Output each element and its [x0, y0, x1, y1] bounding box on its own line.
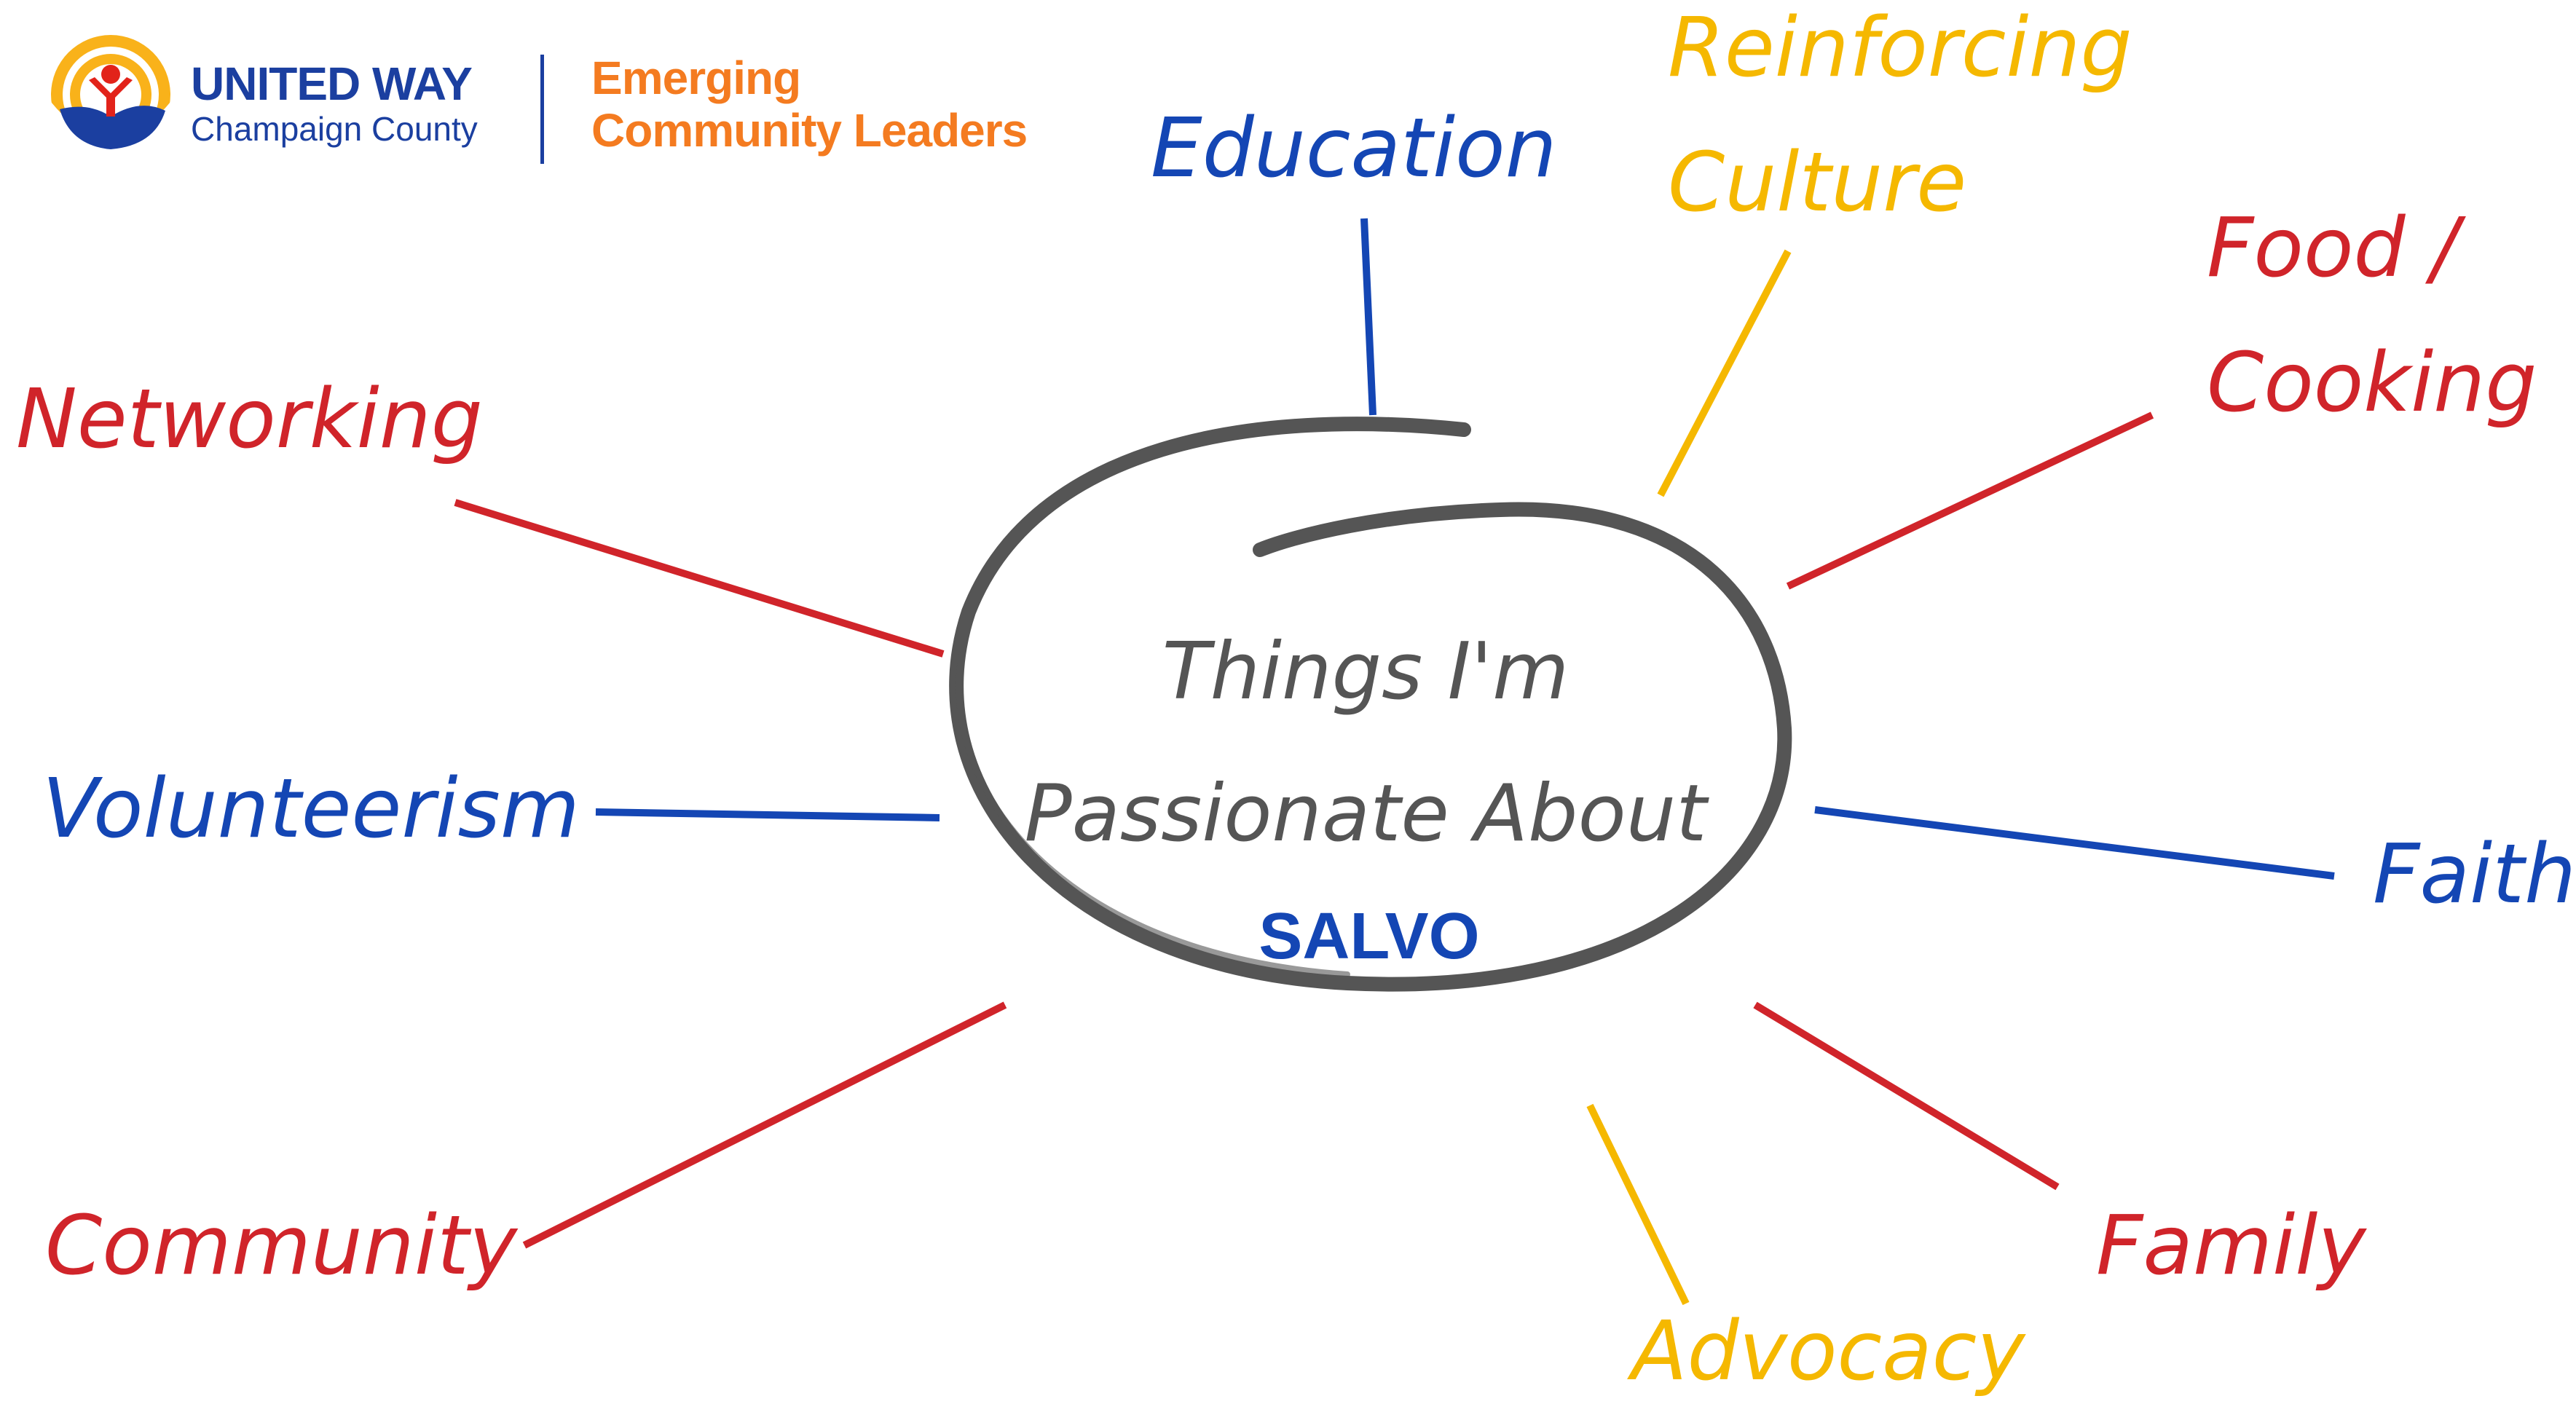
networking-connector	[454, 499, 945, 658]
community-connector	[522, 1001, 1007, 1249]
center-title-line2: Passionate About	[1024, 768, 1707, 859]
topic-reinforcing-culture-line1: Reinforcing	[1668, 1, 2132, 95]
topic-volunteerism: Volunteerism	[42, 762, 580, 856]
education-connector	[1360, 218, 1376, 416]
logo-divider	[540, 55, 544, 164]
topic-faith: Faith	[2373, 827, 2576, 922]
topic-family: Family	[2096, 1199, 2366, 1293]
advocacy-connector	[1586, 1103, 1690, 1306]
program-name-line2: Community Leaders	[591, 104, 1028, 157]
topic-food-cooking-line1: Food /	[2207, 201, 2459, 296]
faith-connector	[1814, 806, 2335, 880]
food-cooking-connector	[1786, 411, 2154, 590]
family-connector	[1753, 1001, 2060, 1191]
united-way-logo: UNITED WAY Champaign County Emerging Com…	[45, 22, 1028, 164]
topic-education: Education	[1151, 101, 1557, 196]
center-person-name: SALVO	[1259, 900, 1480, 973]
topic-advocacy: Advocacy	[1631, 1304, 2025, 1399]
program-name-line1: Emerging	[591, 52, 801, 104]
united-way-emblem-icon	[51, 35, 170, 160]
topic-reinforcing-culture-line2: Culture	[1668, 135, 1967, 230]
center-circle-inner-edge	[956, 652, 1350, 977]
center-circle	[949, 417, 1792, 992]
reinforcing-culture-connector	[1657, 249, 1792, 497]
topic-food-cooking-line2: Cooking	[2207, 336, 2537, 430]
org-subtitle: Champaign County	[191, 110, 478, 148]
volunteerism-connector	[595, 808, 940, 821]
org-name: UNITED WAY	[191, 58, 473, 110]
center-title-line1: Things I'm	[1162, 626, 1569, 717]
topic-community: Community	[45, 1199, 518, 1293]
topic-networking: Networking	[16, 372, 483, 467]
